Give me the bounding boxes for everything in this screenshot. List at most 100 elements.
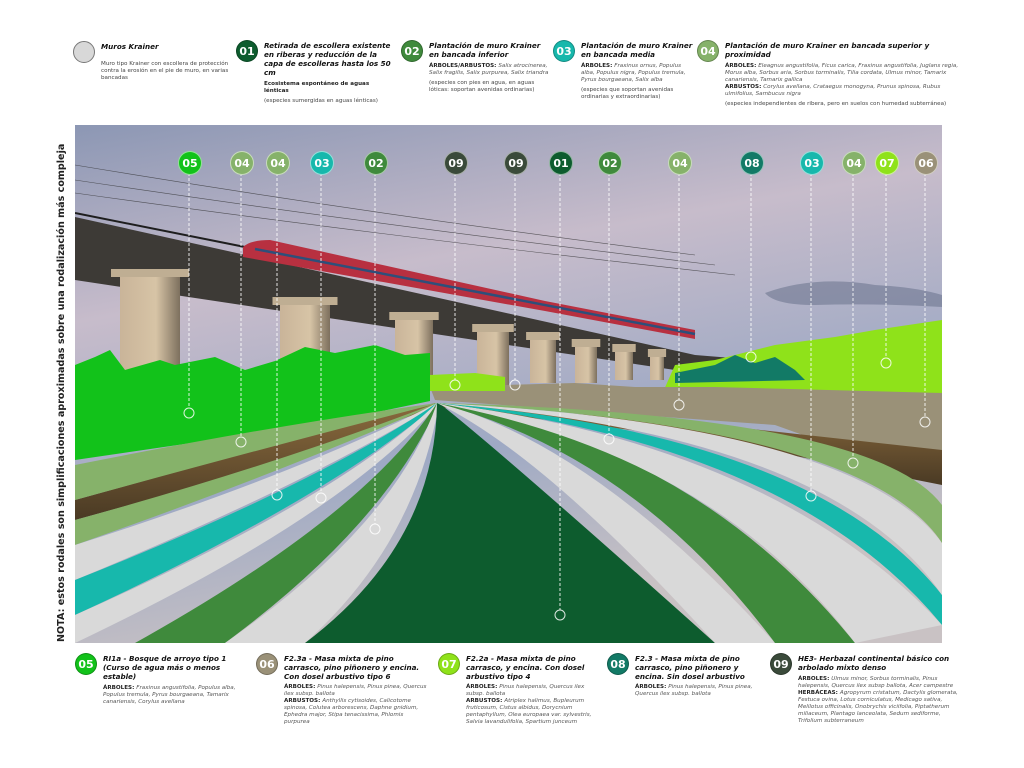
legend-line-species: Fraxinus angustifolia, Populus alba, Pop… [103, 685, 236, 705]
scene-marker-04: 04 [842, 151, 866, 175]
pier-cap [389, 312, 439, 320]
legend-line: ARBUSTOS: Atriplex halimus, Bupleurum fr… [466, 698, 602, 726]
legend-line-label: ÁRBOLES: [284, 684, 318, 690]
legend-line: Ecosistema espontáneo de aguas lénticas [264, 81, 394, 95]
band-04-left [75, 403, 439, 500]
legend-line-label: ÁRBOLES: [798, 676, 832, 682]
leader-endpoint [919, 416, 931, 428]
pier-cap [526, 332, 560, 340]
legend-line: (especies independientes de ribera, pero… [725, 101, 959, 108]
pier-cap [612, 344, 636, 352]
legend-description: ÁRBOLES: Eleagnus angustifolia, Ficus ca… [725, 63, 959, 108]
legend-line-label: ÁRBOLES: [635, 684, 669, 690]
pier-cap [272, 297, 338, 305]
legend-badge-05: 05 [75, 653, 97, 675]
legend-line: ÁRBOLES: Ulmus minor, Sorbus torminalis,… [798, 676, 960, 690]
legend-title: F2.3a - Masa mixta de pino carrasco, pin… [284, 654, 420, 681]
leader-endpoint [880, 357, 892, 369]
legend-line: (especies con pies en agua, en aguas lót… [429, 80, 551, 94]
ground-09-small [430, 373, 505, 391]
viaduct-railing [75, 212, 246, 248]
legend-line: ÁRBOLES: Pinus halepensis, Pinus pinea, … [635, 684, 765, 698]
legend-line-species: Atriplex halimus, Bupleurum fruticosum, … [466, 698, 592, 725]
legend-text-column: Plantación de muro Krainer en bancada in… [429, 40, 551, 94]
side-note: NOTA: estos rodales son simplificaciones… [56, 143, 67, 642]
leader-endpoint [315, 492, 327, 504]
legend-description: ÁRBOLES: Pinus halepensis, Pinus pinea, … [635, 684, 765, 698]
legend-badge-08: 08 [607, 653, 629, 675]
legend-text-column: F2.2a - Masa mixta de pino carrasco, y e… [466, 653, 602, 726]
legend-line-text: (especies con pies en agua, en aguas lót… [429, 80, 535, 93]
legend-text-column: Plantación de muro Krainer en bancada su… [725, 40, 959, 108]
legend-line-label: Ecosistema espontáneo de aguas lénticas [264, 81, 370, 94]
legend-line-label: ÁRBOLES: [466, 684, 500, 690]
legend-line: ÁRBOLES: Fraxinus ornus, Populus alba, P… [581, 63, 695, 84]
pier-cap [647, 349, 667, 357]
leader-lines [183, 173, 931, 621]
legend-badge-09: 09 [770, 653, 792, 675]
pier [530, 338, 556, 383]
leader-endpoint [271, 489, 283, 501]
legend-text-column: F2.3a - Masa mixta de pino carrasco, pin… [284, 653, 430, 726]
scene-marker-05: 05 [178, 151, 202, 175]
legend-title: Retirada de escollera existente en riber… [264, 41, 391, 77]
legend-line: Muro tipo Krainer con escollera de prote… [101, 61, 231, 82]
legend-item-08: 08 F2.3 - Masa mixta de pino carrasco, pi… [607, 653, 765, 698]
legend-line: ÁRBOLES: Eleagnus angustifolia, Ficus ca… [725, 63, 959, 84]
legend-line-label: ARBUSTOS: [284, 698, 323, 704]
legend-description: Ecosistema espontáneo de aguas lénticas(… [264, 81, 394, 105]
legend-line-species: Eleagnus angustifolia, Ficus carica, Fra… [725, 63, 959, 83]
legend-line-species: Ulmus minor, Sorbus torminalis, Pinus ha… [798, 676, 954, 689]
legend-line-species: Pinus halepensis, Pinus pinea, Quercus i… [635, 684, 753, 697]
legend-line-species: Agropyrum cristatum, Dactylis glomerata,… [798, 690, 958, 724]
power-lines [75, 164, 736, 276]
legend-title: HE3- Herbazal continental básico con arb… [798, 654, 950, 672]
band-krainer-1 [75, 403, 439, 580]
legend-item-02: 02 Plantación de muro Krainer en bancada … [401, 40, 551, 94]
legend-line: ÁRBOLES/ARBUSTOS: Salix atrocinerea, Sal… [429, 63, 551, 77]
leader-endpoint [509, 379, 521, 391]
legend-title: F2.3 - Masa mixta de pino carrasco, pino… [635, 654, 745, 681]
vegetation-05 [75, 345, 430, 460]
pier [575, 345, 597, 383]
legend-item-04: 04 Plantación de muro Krainer en bancada … [697, 40, 959, 108]
leader-endpoint [235, 436, 247, 448]
scene-marker-03: 03 [310, 151, 334, 175]
legend-description: ÁRBOLES: Fraxinus ornus, Populus alba, P… [581, 63, 695, 101]
legend-line-label: ÁRBOLES: [725, 63, 759, 69]
legend-badge-02: 02 [401, 40, 423, 62]
scene-marker-07: 07 [875, 151, 899, 175]
legend-description: ÁRBOLES: Pinus halepensis, Pinus pinea, … [284, 684, 430, 726]
pier-cap [111, 269, 189, 277]
legend-line-text: (especies independientes de ribera, pero… [725, 101, 947, 107]
legend-line: ÁRBOLES: Pinus halepensis, Pinus pinea, … [284, 684, 430, 698]
band-krainer-3 [225, 403, 439, 643]
legend-badge-04: 04 [697, 40, 719, 62]
band-01 [305, 403, 715, 643]
legend-description: ÁRBOLES: Pinus halepensis, Quercus ilex … [466, 684, 602, 726]
pier-cap [571, 339, 601, 347]
legend-line-label: ARBUSTOS: [725, 84, 764, 90]
train-windows [254, 247, 696, 336]
legend-line-label: ÁRBOLES: [581, 63, 615, 69]
scene-marker-02: 02 [598, 151, 622, 175]
legend-badge-krainer [73, 41, 95, 63]
scene-marker-09: 09 [444, 151, 468, 175]
pier-cap [472, 324, 514, 332]
scene-marker-08: 08 [740, 151, 764, 175]
legend-line: ÁRBOLES: Pinus halepensis, Quercus ilex … [466, 684, 602, 698]
scene-marker-02: 02 [364, 151, 388, 175]
leader-endpoint [603, 433, 615, 445]
legend-text-column: F2.3 - Masa mixta de pino carrasco, pino… [635, 653, 765, 698]
legend-text-column: Plantación de muro Krainer en bancada me… [581, 40, 695, 101]
legend-line-species: Pinus halepensis, Quercus ilex subsp. ba… [466, 684, 585, 697]
legend-line: ÁRBOLES: Fraxinus angustifolia, Populus … [103, 685, 247, 706]
legend-text-column: RI1a - Bosque de arroyo tipo 1 (Curso de… [103, 653, 247, 706]
legend-line-label: ARBUSTOS: [466, 698, 505, 704]
legend-item-09: 09 HE3- Herbazal continental básico con a… [770, 653, 960, 725]
